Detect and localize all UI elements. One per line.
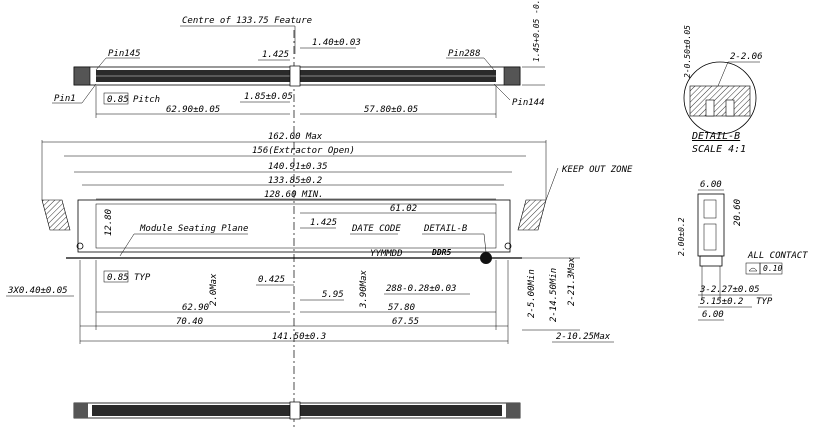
side-dim-327: 3-2.27±0.05 (699, 285, 760, 295)
typ-label: TYP (134, 273, 151, 283)
module-body (77, 199, 511, 253)
side-view: 6.00 2.00±0.2 20.60 ALL CONTACT 0.10 3-2… (677, 180, 808, 321)
dim-5780: 57.80±0.05 (364, 105, 418, 115)
dim-20max: 2.0Max (209, 273, 219, 306)
all-contact: ALL CONTACT (747, 251, 808, 261)
front-view: 162.00 Max 156(Extractor Open) 140.91±0.… (6, 132, 633, 344)
dim-500min: 2-5.00Min (527, 269, 537, 318)
left-end-block (73, 66, 91, 86)
pin145-label: Pin145 (108, 49, 141, 59)
seating-plane-leader (119, 233, 135, 257)
dim-288: 288-0.28±0.03 (386, 284, 456, 294)
flatness-value-box (759, 262, 783, 275)
pin145-leader (95, 57, 107, 71)
dim-140: 1.40±0.03 (312, 38, 361, 48)
dim-5780b: 57.80 (388, 303, 415, 313)
bottom-left-end (74, 403, 88, 418)
pin1-label: Pin1 (54, 94, 76, 104)
dim-6755: 67.55 (392, 317, 419, 327)
module-seating-plane: Module Seating Plane (139, 224, 248, 234)
side-slot-upper (703, 199, 717, 219)
dim-0425: 0.425 (258, 275, 285, 285)
detail-b-circle (683, 61, 757, 135)
pitch-label: Pitch (133, 95, 160, 105)
bottom-centre-key (289, 401, 301, 420)
detail-b-leader (483, 233, 487, 253)
dim-185: 1.85±0.05 (244, 92, 293, 102)
dim-1025max: 2-10.25Max (556, 332, 611, 342)
side-dim-600b: 6.00 (702, 310, 724, 320)
pin288-label: Pin288 (448, 49, 481, 59)
flatness-value: 0.10 (763, 264, 782, 273)
dim-595: 5.95 (322, 290, 344, 300)
centre-label: Centre of 133.75 Feature (182, 16, 312, 26)
right-latch-hole (504, 242, 512, 250)
detail-b-pin2 (725, 99, 735, 117)
detail-b-title: DETAIL-B (691, 131, 740, 142)
side-dim-515: 5.15±0.2 (700, 297, 743, 307)
bottom-right-pins (300, 405, 502, 416)
left-extractor (41, 199, 71, 231)
pin144-label: Pin144 (512, 98, 545, 108)
pin1-leader (81, 83, 97, 104)
pin144-leader (493, 83, 511, 101)
keep-out-leader (545, 167, 559, 201)
pitch-box (103, 92, 129, 105)
flatness-symbol-box (745, 262, 761, 275)
dim-156: 156(Extractor Open) (252, 146, 355, 156)
right-end-block (503, 66, 521, 86)
dim-1280: 12.80 (104, 209, 114, 236)
dim-13385: 133.85±0.2 (268, 176, 322, 186)
dim-213max: 2-21.3Max (567, 257, 577, 306)
side-typ: TYP (756, 297, 773, 307)
typ-box (103, 270, 129, 283)
detail-b-ref: DETAIL-B (423, 224, 468, 234)
left-latch-hole (76, 242, 84, 250)
yymmdd: YYMMDD (370, 249, 403, 259)
top-view: Centre of 133.75 Feature Pin145 Pin288 P… (52, 0, 545, 430)
bottom-view (73, 401, 521, 420)
date-code: DATE CODE (351, 224, 401, 234)
dim-6102: 61.02 (390, 204, 417, 214)
dim-7040: 70.40 (176, 317, 203, 327)
dim-1450min: 2-14.50Min (549, 268, 559, 322)
dim-145-vertical: 1.45+0.05 -0.07 (532, 0, 541, 62)
ddr5-label: DDR5 (431, 248, 451, 257)
detail-b-scale: SCALE 4:1 (692, 144, 746, 155)
module-inner (95, 203, 497, 249)
side-dim-2060: 20.60 (733, 199, 743, 226)
detail-b-section (689, 85, 751, 117)
keep-out-zone: KEEP OUT ZONE (561, 165, 633, 175)
detail-b-dim-050: 2-0.50±0.05 (683, 25, 692, 78)
centre-key (289, 65, 301, 87)
dim-6290: 62.90±0.05 (166, 105, 220, 115)
dim-12860: 128.60 MIN. (264, 190, 324, 200)
dim-14150: 141.50±0.3 (272, 332, 326, 342)
dim-14091: 140.91±0.35 (268, 162, 328, 172)
detail-b-marker (480, 252, 492, 264)
side-slot-lower (703, 223, 717, 251)
pin288-leader (483, 57, 495, 71)
pitch-value: 0.85 (107, 95, 129, 105)
detail-b-dim-206-leader (717, 61, 729, 87)
dim-1425b: 1.425 (310, 218, 337, 228)
bottom-left-pins (92, 405, 290, 416)
side-dim-200: 2.00±0.2 (677, 217, 686, 256)
detail-b-pin1 (705, 99, 715, 117)
dim-390max: 3.90Max (359, 269, 369, 309)
dim-1425-top: 1.425 (262, 50, 289, 60)
bottom-right-end (506, 403, 520, 418)
dim-3x040: 3X0.40±0.05 (7, 286, 68, 296)
side-base (699, 255, 723, 267)
detail-b-dim-206: 2-2.06 (730, 52, 763, 62)
side-dim-600: 6.00 (700, 180, 722, 190)
dim-6290b: 62.90 (182, 303, 209, 313)
detail-b-view: 2-0.50±0.05 2-2.06 DETAIL-B SCALE 4:1 (683, 25, 763, 155)
dim-16200: 162.00 Max (268, 132, 323, 142)
typ-value: 0.85 (107, 273, 129, 283)
right-extractor (517, 199, 547, 231)
side-body (697, 193, 725, 257)
flatness-icon (748, 267, 758, 272)
